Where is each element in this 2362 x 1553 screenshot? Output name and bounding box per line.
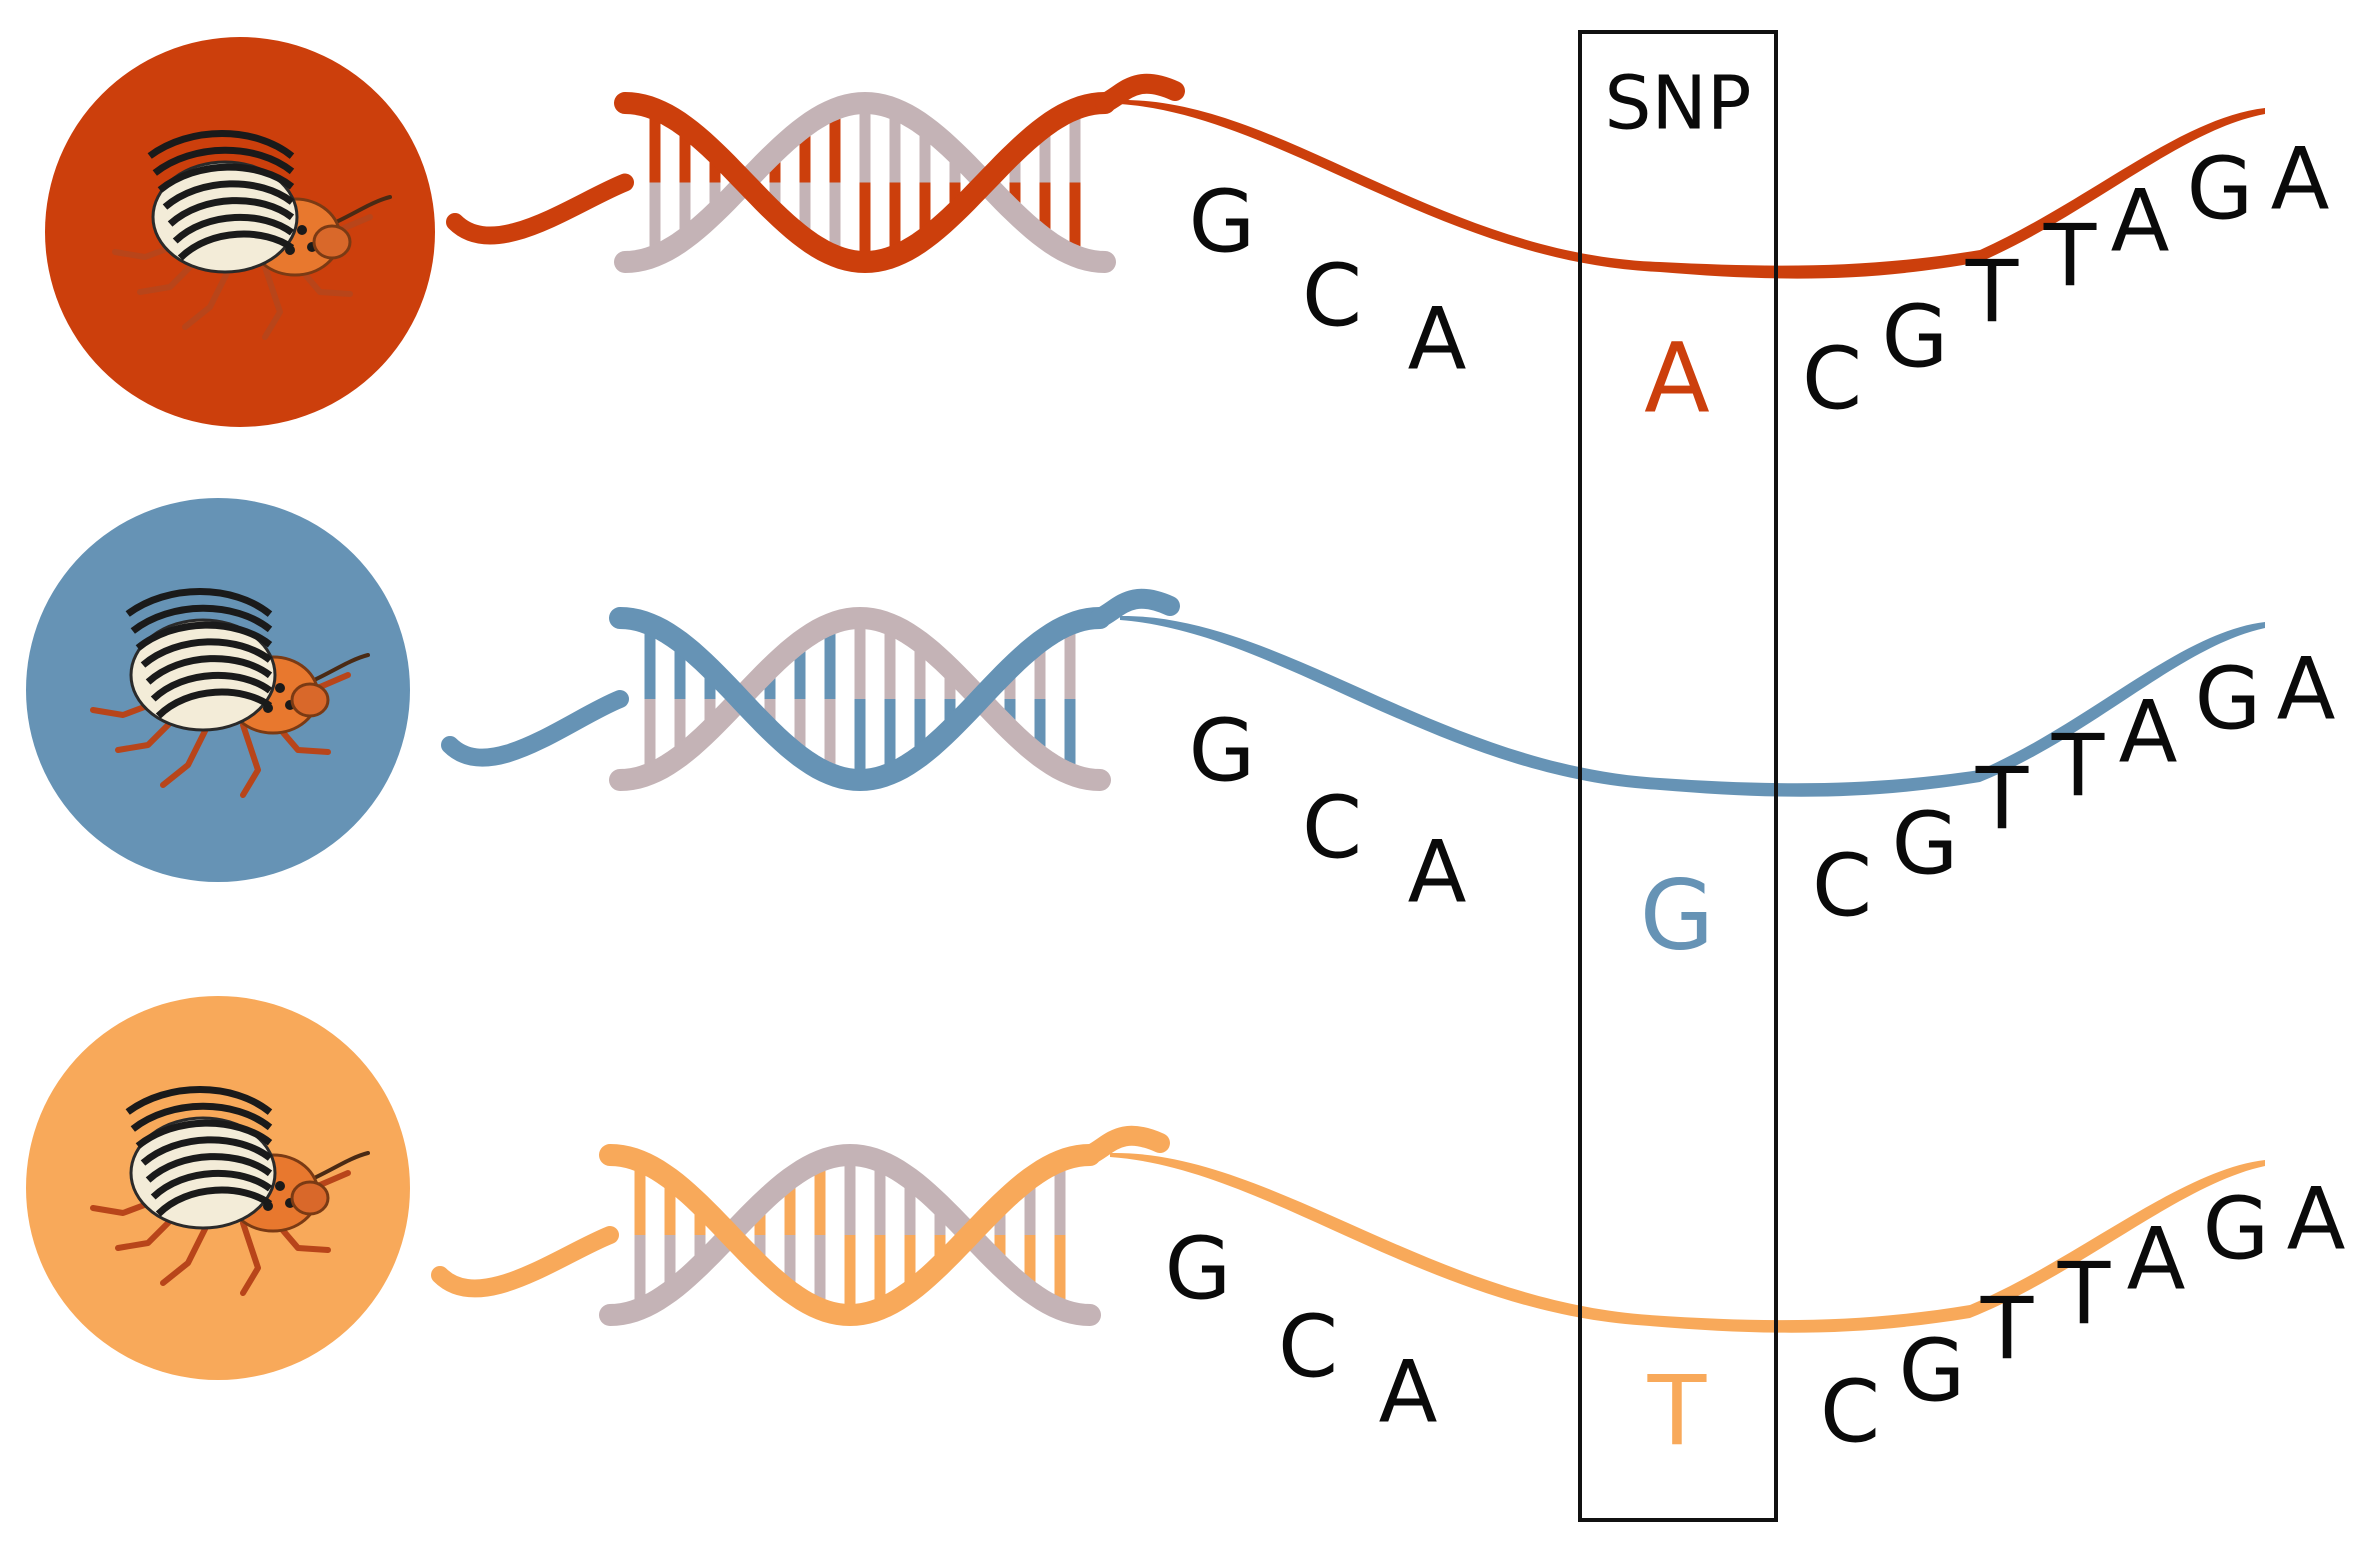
- beetle-leg: [160, 722, 211, 788]
- sequence-left-apricot: G C A: [1165, 1219, 1438, 1442]
- beetle-stripe: [177, 230, 295, 261]
- beetle-leg: [240, 722, 261, 798]
- base-letter: A: [2127, 1209, 2186, 1309]
- beetle-leg: [262, 264, 283, 340]
- dna-backbone-back: [609, 606, 1111, 791]
- sequence-right-apricot: C G T T A G A: [1820, 1169, 2346, 1462]
- beetle-spot: [275, 1181, 285, 1191]
- beetle-stripe: [130, 604, 273, 634]
- beetle-stripe: [147, 130, 295, 159]
- sequence-right-blue: C G T T A G A: [1812, 639, 2336, 936]
- beetle-stripe: [155, 688, 273, 719]
- base-letter: C: [1812, 836, 1872, 936]
- row-blue: G C A G C G T T A G A: [26, 498, 2336, 971]
- beetle-stripe: [125, 1086, 273, 1115]
- beetle-stripe: [145, 1153, 273, 1183]
- beetle-stripe: [135, 621, 273, 651]
- beetle-leg: [240, 1220, 261, 1296]
- beetle-stripe: [167, 197, 295, 227]
- base-letter: G: [1189, 172, 1256, 272]
- beetle-stripe: [162, 180, 295, 210]
- base-letter: C: [1302, 246, 1362, 346]
- base-letter: G: [2195, 649, 2262, 749]
- beetle-leg: [160, 1220, 211, 1286]
- base-letter: G: [1892, 794, 1959, 894]
- dna-backbone-front: [609, 607, 1111, 792]
- base-letter: A: [2111, 171, 2170, 271]
- beetle-stripe: [172, 213, 295, 244]
- snp-base-blue: G: [1640, 859, 1714, 971]
- base-letter: T: [2051, 716, 2105, 816]
- beetle-stripe: [155, 1186, 273, 1217]
- dna-helix-rust: [446, 73, 1185, 274]
- row-apricot: G C A T C G T T A G A: [26, 996, 2346, 1467]
- beetle-stripe: [150, 671, 273, 702]
- sequence-left-rust: G C A: [1189, 172, 1467, 389]
- base-letter: C: [1802, 329, 1862, 429]
- beetle-icon: [112, 130, 392, 340]
- beetle-stripe: [125, 588, 273, 617]
- beetle-stripe: [152, 146, 295, 176]
- row-rust: G C A A C G T T A G A: [45, 37, 2330, 434]
- beetle-stripe: [150, 1169, 273, 1200]
- snp-base-rust: A: [1644, 322, 1710, 434]
- base-letter: G: [1882, 287, 1949, 387]
- dna-backbone-back: [599, 1143, 1101, 1326]
- beetle-stripe: [140, 1136, 273, 1166]
- snp-highlight-box: [1578, 30, 1778, 1522]
- beetle-stripe: [145, 655, 273, 685]
- dna-backbone-front: [614, 92, 1116, 274]
- beetle-stripe: [130, 1102, 273, 1132]
- snp-label: SNP: [1605, 61, 1752, 147]
- dna-strand-tail: [441, 690, 629, 767]
- base-letter: A: [2287, 1169, 2346, 1269]
- base-letter: G: [2203, 1179, 2270, 1279]
- base-letter: A: [2119, 682, 2178, 782]
- base-letter: A: [1408, 289, 1467, 389]
- base-letter: G: [2187, 139, 2254, 239]
- beetle-stripe: [135, 1119, 273, 1149]
- base-letter: T: [2043, 206, 2097, 306]
- base-letter: G: [1189, 701, 1256, 801]
- base-letter: G: [1165, 1219, 1232, 1319]
- sequence-left-blue: G C A: [1189, 701, 1467, 922]
- beetle-head: [290, 682, 330, 718]
- dna-strand-tail: [431, 1226, 619, 1298]
- base-letter: A: [1408, 822, 1467, 922]
- beetle-leg: [182, 264, 233, 330]
- base-letter: G: [1899, 1321, 1966, 1421]
- dna-helix-blue: [441, 588, 1180, 792]
- dna-strand-tail: [446, 173, 634, 245]
- dna-backbone-front: [599, 1144, 1101, 1327]
- beetle-stripe: [140, 638, 273, 668]
- base-letter: A: [2277, 639, 2336, 739]
- dna-strand-connector: [1095, 73, 1185, 113]
- dna-backbone-back: [614, 91, 1116, 273]
- base-letter: T: [2057, 1244, 2111, 1344]
- dna-strand-connector: [1080, 1125, 1170, 1165]
- base-letter: C: [1820, 1362, 1880, 1462]
- dna-strand-connector: [1090, 588, 1180, 628]
- base-letter: A: [1379, 1342, 1438, 1442]
- base-letter: T: [1975, 749, 2029, 849]
- base-letter: C: [1278, 1297, 1338, 1397]
- beetle-leg: [115, 712, 181, 753]
- sequence-right-rust: C G T T A G A: [1802, 129, 2330, 429]
- beetle-icon: [90, 1086, 370, 1296]
- beetle-spot: [275, 683, 285, 693]
- beetle-head: [290, 1180, 330, 1216]
- beetle-leg: [137, 254, 203, 295]
- base-letter: T: [1980, 1279, 2034, 1379]
- beetle-leg: [115, 1210, 181, 1251]
- base-letter: A: [2271, 129, 2330, 229]
- beetle-spot: [297, 225, 307, 235]
- beetle-stripe: [157, 163, 295, 193]
- base-letter: T: [1965, 242, 2019, 342]
- beetle-head: [312, 224, 352, 260]
- beetle-icon: [90, 588, 370, 798]
- base-letter: C: [1302, 778, 1362, 878]
- snp-base-apricot: T: [1647, 1355, 1707, 1467]
- dna-helix-apricot: [431, 1125, 1170, 1327]
